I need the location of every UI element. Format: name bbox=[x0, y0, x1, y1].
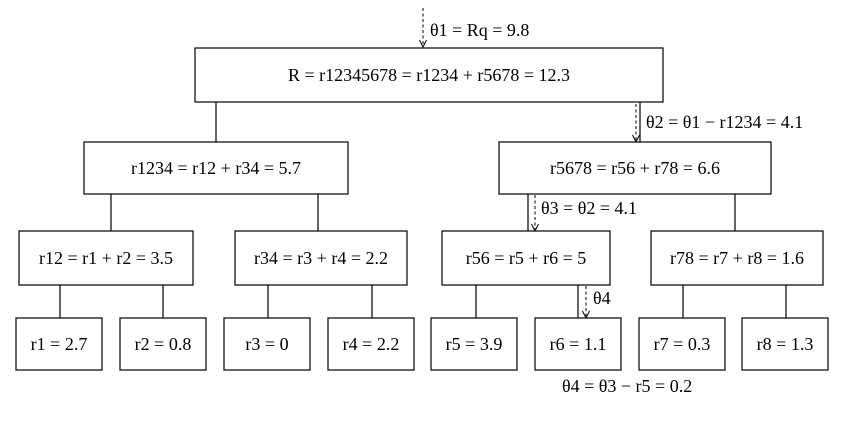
leaf-r1: r1 = 2.7 bbox=[15, 317, 103, 371]
leaf-r7-label: r7 = 0.3 bbox=[654, 334, 711, 354]
node-r78-label: r78 = r7 + r8 = 1.6 bbox=[670, 248, 804, 268]
node-r56-label: r56 = r5 + r6 = 5 bbox=[466, 248, 586, 268]
leaf-r2: r2 = 0.8 bbox=[119, 317, 207, 371]
node-root: R = r12345678 = r1234 + r5678 = 12.3 bbox=[194, 47, 664, 103]
node-r34: r34 = r3 + r4 = 2.2 bbox=[234, 230, 408, 286]
theta2-label: θ2 = θ1 − r1234 = 4.1 bbox=[646, 112, 803, 132]
node-r5678: r5678 = r56 + r78 = 6.6 bbox=[498, 141, 772, 195]
node-r12-box bbox=[18, 230, 194, 286]
leaf-r6: r6 = 1.1 bbox=[534, 317, 622, 371]
leaf-r1-label: r1 = 2.7 bbox=[31, 334, 88, 354]
leaf-r7-box bbox=[638, 317, 726, 371]
leaf-r3-label: r3 = 0 bbox=[245, 334, 288, 354]
theta4-full-label: θ4 = θ3 − r5 = 0.2 bbox=[562, 376, 692, 396]
node-r12: r12 = r1 + r2 = 3.5 bbox=[18, 230, 194, 286]
leaf-r6-box bbox=[534, 317, 622, 371]
node-r56: r56 = r5 + r6 = 5 bbox=[441, 230, 611, 286]
leaf-r3: r3 = 0 bbox=[223, 317, 311, 371]
leaf-r2-box bbox=[119, 317, 207, 371]
leaf-r2-label: r2 = 0.8 bbox=[135, 334, 192, 354]
leaf-r4-label: r4 = 2.2 bbox=[343, 334, 400, 354]
node-r78: r78 = r7 + r8 = 1.6 bbox=[650, 230, 824, 286]
theta-arrows bbox=[419, 8, 640, 320]
leaf-r1-box bbox=[15, 317, 103, 371]
node-root-label: R = r12345678 = r1234 + r5678 = 12.3 bbox=[288, 65, 570, 85]
leaf-r8: r8 = 1.3 bbox=[741, 317, 829, 371]
leaf-r8-box bbox=[741, 317, 829, 371]
leaf-r5: r5 = 3.9 bbox=[430, 317, 518, 371]
leaf-r7: r7 = 0.3 bbox=[638, 317, 726, 371]
node-r1234-box bbox=[83, 141, 349, 195]
leaf-r5-box bbox=[430, 317, 518, 371]
node-r78-box bbox=[650, 230, 824, 286]
leaf-r4-box bbox=[327, 317, 415, 371]
node-r5678-box bbox=[498, 141, 772, 195]
theta1-arrowhead bbox=[419, 39, 427, 49]
node-r34-box bbox=[234, 230, 408, 286]
leaf-r3-box bbox=[223, 317, 311, 371]
node-r1234: r1234 = r12 + r34 = 5.7 bbox=[83, 141, 349, 195]
node-r1234-label: r1234 = r12 + r34 = 5.7 bbox=[131, 158, 301, 178]
leaf-r6-label: r6 = 1.1 bbox=[550, 334, 607, 354]
theta3-label: θ3 = θ2 = 4.1 bbox=[541, 198, 637, 218]
theta1-label: θ1 = Rq = 9.8 bbox=[430, 20, 529, 40]
node-r34-label: r34 = r3 + r4 = 2.2 bbox=[254, 248, 388, 268]
connector-lines bbox=[59, 102, 787, 318]
leaf-r4: r4 = 2.2 bbox=[327, 317, 415, 371]
node-r56-box bbox=[441, 230, 611, 286]
node-r12-label: r12 = r1 + r2 = 3.5 bbox=[39, 248, 173, 268]
node-r5678-label: r5678 = r56 + r78 = 6.6 bbox=[550, 158, 720, 178]
theta4-short-label: θ4 bbox=[593, 288, 611, 308]
node-root-box bbox=[194, 47, 664, 103]
leaf-r5-label: r5 = 3.9 bbox=[446, 334, 503, 354]
leaf-r8-label: r8 = 1.3 bbox=[757, 334, 814, 354]
